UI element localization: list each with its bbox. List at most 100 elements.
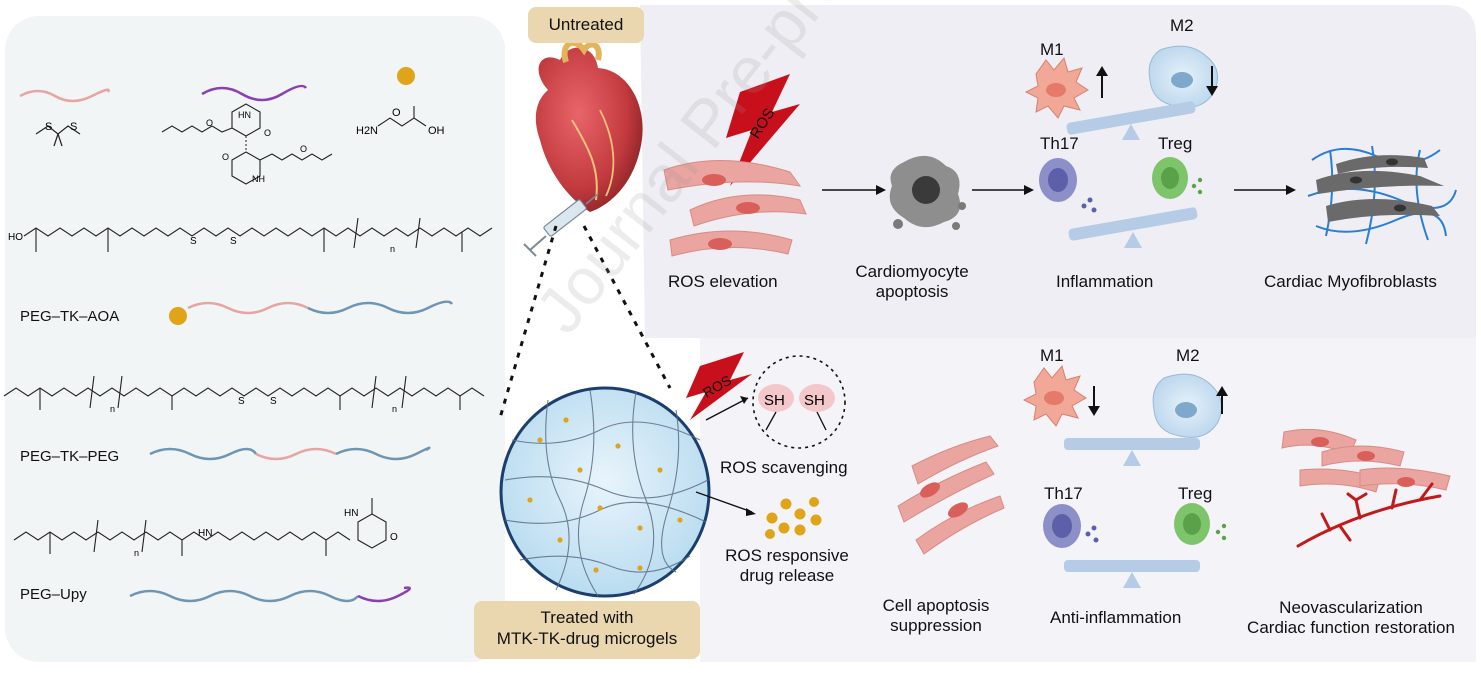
treg-cell-top [1152,157,1203,199]
th17-label-bottom: Th17 [1044,484,1083,503]
peg-tk-aoa-s2: S [230,236,237,247]
peg-upy-n: n [134,548,139,558]
peg-upy-upy-wave [357,586,411,603]
treated-text-line2: MTK-TK-drug microgels [496,629,678,649]
zoom-line-left [498,225,558,419]
ros-responsive-line2: drug release [739,566,835,586]
peg-tk-peg-wave-c [335,446,431,461]
arrow-to-sh [705,397,749,421]
peg-tk-peg-structure [3,375,485,410]
treg-label-top: Treg [1158,134,1193,153]
thioketal-s-left: S [45,121,52,133]
m2-label-top: M2 [1170,16,1194,35]
thioketal-monomer [19,88,110,147]
left-panel [5,16,505,662]
m2-label-bottom: M2 [1176,346,1200,365]
peg-upy-hn: HN [198,528,212,539]
aoa-o: O [392,107,401,119]
drug-particles [765,497,822,539]
peg-tk-aoa-s1: S [190,236,197,247]
neovascularization-label: Neovascularization Cardiac function rest… [1226,598,1476,639]
sh-scavenging-circle [752,355,846,449]
peg-tk-peg-wave-b [255,447,337,461]
cell-apoptosis-label: Cell apoptosis suppression [866,596,1006,637]
peg-tk-peg-wave-a [149,447,258,461]
cell-apoptosis-line1: Cell apoptosis [882,596,990,615]
peg-tk-aoa-tk-wave [187,301,309,315]
cardiomyocytes-top [663,160,807,257]
seesaw-tcell-top [1068,207,1198,248]
upy-o-c: O [222,152,229,162]
m2-macrophage-bottom [1152,373,1223,438]
ros-responsive-line1: ROS responsive [725,546,849,565]
peg-tk-aoa-label: PEG–TK–AOA [20,308,120,325]
cardiomyocyte-apoptosis-line1: Cardiomyocyte [855,262,969,281]
cardiac-myofibroblasts-label: Cardiac Myofibroblasts [1264,272,1437,291]
sh-left: SH [764,392,785,409]
ros-bolt-sphere [686,352,752,420]
thioketal-wave [19,88,110,103]
cardiomyocyte-apoptosis-label: Cardiomyocyte apoptosis [852,262,972,303]
aoa-oh: OH [428,125,445,137]
peg-tk-aoa-n: n [390,244,395,254]
m1-macrophage-top [1024,56,1089,119]
peg-tk-peg-n2: n [392,404,397,414]
peg-upy-structure [13,498,387,556]
treated-text-line1: Treated with [540,608,634,627]
m1-macrophage-bottom [1022,364,1087,427]
seesaw-macrophage-top [1066,101,1196,140]
peg-upy-label: PEG–Upy [20,586,87,603]
peg-tk-peg-s1: S [238,396,245,407]
aoa-h2n: H2N [356,125,378,137]
upy-o-d: O [300,144,307,154]
cardiac-function-restoration-line: Cardiac function restoration [1247,618,1455,638]
heart [535,39,643,212]
untreated-label: Untreated [528,7,644,43]
upy-hn-top: HN [238,110,251,120]
ros-bolt-top [726,74,800,186]
peg-upy-peg-wave [129,589,359,603]
untreated-text: Untreated [548,15,624,34]
peg-tk-aoa-structure [23,217,493,252]
m1-label-top: M1 [1040,40,1064,59]
ros-elevation-label: ROS elevation [668,272,778,291]
upy-nh-bottom: NH [252,174,265,184]
m2-macrophage-top [1148,45,1219,108]
peg-tk-peg-n1: n [110,404,115,414]
peg-tk-peg-label: PEG–TK–PEG [20,448,120,465]
seesaw-macrophage-bottom [1064,438,1200,466]
sh-right: SH [804,392,825,409]
th17-cell-bottom [1043,504,1099,548]
myofibroblast-network [1307,145,1457,245]
peg-upy-o: O [390,532,398,543]
peg-tk-aoa-aoa-bead [169,307,187,325]
treg-label-bottom: Treg [1178,484,1213,503]
neovascularization-line: Neovascularization [1279,598,1423,617]
aoa-monomer [377,67,427,127]
treated-label: Treated with MTK-TK-drug microgels [474,601,700,659]
seesaw-tcell-bottom [1064,560,1200,588]
cell-apoptosis-line2: suppression [890,616,982,636]
peg-tk-peg-s2: S [270,396,277,407]
treg-cell-bottom [1174,503,1227,545]
microgel-sphere [499,386,711,598]
th17-cell-top [1039,158,1097,213]
inflammation-label: Inflammation [1056,272,1154,291]
peg-tk-aoa-peg-wave [307,300,454,315]
aoa-bead [397,67,415,85]
upy-dimer-monomer [161,84,333,185]
peg-upy-hn-ring: HN [344,508,358,519]
upy-o-b: O [264,128,271,138]
cardiomyocyte-apoptosis-line2: apoptosis [875,282,949,302]
cardiomyocytes-bottom [897,435,1005,555]
upy-wave [201,84,308,102]
anti-inflammation-label: Anti-inflammation [1050,608,1182,627]
upy-o-a: O [206,118,213,128]
m1-label-bottom: M1 [1040,346,1064,365]
thioketal-s-right: S [70,121,77,133]
apoptotic-cell [889,155,966,230]
restored-tissue [1281,428,1451,548]
ros-responsive-label: ROS responsive drug release [712,546,862,587]
th17-label-top: Th17 [1040,134,1079,153]
